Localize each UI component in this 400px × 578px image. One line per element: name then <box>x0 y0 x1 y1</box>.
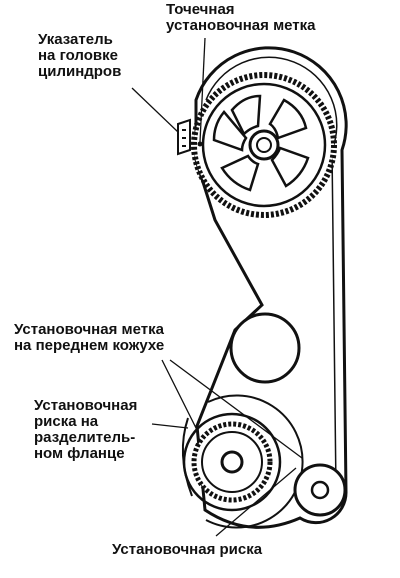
sprocket-windows <box>212 94 310 192</box>
front-cover-mark-label: Установочная метка на переднем кожухе <box>14 321 165 354</box>
front-cover-outline <box>181 394 304 529</box>
flange-mark-label: Установочная риска на разделитель- ном ф… <box>34 397 138 462</box>
leader-lines <box>131 37 303 537</box>
crankshaft-sprocket <box>182 412 282 512</box>
dot-timing-mark <box>197 141 203 147</box>
bottom-mark-label: Установочная риска <box>112 541 263 558</box>
camshaft-sprocket <box>191 72 337 218</box>
head-pointer <box>177 118 191 156</box>
head-pointer-label: Указатель на головке цилиндров <box>38 31 122 80</box>
dot-mark-label: Точечная установочная метка <box>166 1 316 34</box>
lower-pulley <box>293 463 347 517</box>
tensioner-pulley <box>229 312 301 384</box>
